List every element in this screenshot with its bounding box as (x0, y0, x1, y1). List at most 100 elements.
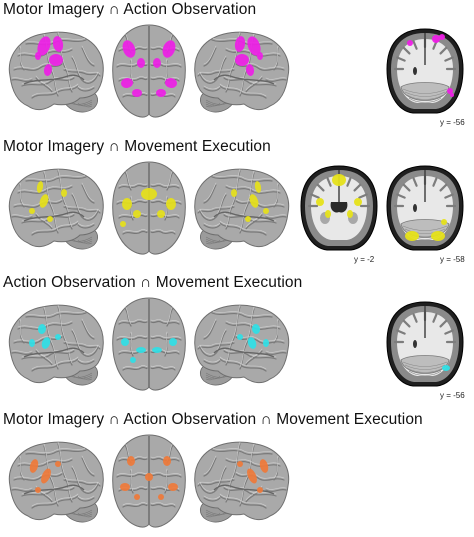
panel-1-coronal-slice (386, 25, 464, 119)
gyrus-highlight (203, 222, 221, 227)
cerebellum-fold (205, 241, 215, 245)
gyrus-highlight (150, 76, 180, 80)
sulcus (25, 449, 87, 456)
sulcus (225, 49, 281, 57)
sulcus (11, 215, 33, 220)
gyrus-highlight (150, 365, 176, 369)
sulcus (11, 78, 33, 83)
gyrus-highlight (130, 331, 134, 355)
gyrus-highlight (35, 348, 53, 364)
sulcus (150, 230, 176, 235)
gyrus-highlight (11, 487, 33, 490)
panel-3-slice-label: y = -56 (440, 391, 465, 400)
gyrus-highlight (197, 67, 235, 75)
ventricle (413, 340, 417, 348)
gyrus-highlight (150, 199, 182, 203)
gyrus-highlight (25, 447, 87, 454)
activation-cluster (247, 337, 257, 349)
activation-cluster (156, 89, 166, 97)
sulcus (150, 503, 176, 508)
activation-cluster (245, 64, 255, 76)
sylvian-fissure (23, 211, 85, 222)
sulcus (150, 184, 180, 189)
cortical-fold (444, 193, 454, 199)
activation-cluster (247, 36, 261, 56)
sulcus (150, 336, 182, 341)
sulcus (124, 307, 132, 327)
sulcus (63, 69, 101, 77)
sulcus (17, 49, 73, 57)
gyrus-highlight (273, 455, 279, 479)
sulcus (150, 473, 182, 478)
activation-cluster (43, 64, 53, 76)
ventricle (330, 202, 348, 213)
sulcus (81, 320, 95, 340)
activation-cluster (162, 40, 176, 58)
gyrus-highlight (219, 356, 267, 370)
activation-cluster (254, 181, 262, 193)
panel-2-left-hemisphere (8, 168, 104, 250)
panel-1-title: Motor Imagery ∩ Action Observation (3, 1, 257, 18)
sulcus (203, 224, 221, 229)
panel-3-coronal-slice (386, 298, 464, 392)
gyrus-highlight (57, 169, 73, 228)
panel-2-top-view (112, 161, 186, 255)
gyrus-highlight (211, 447, 273, 454)
sulcus (71, 194, 99, 221)
activation-cluster (55, 461, 61, 467)
panel-4-left-hemisphere (8, 441, 104, 523)
gyrus-highlight (17, 457, 73, 465)
sulcus (203, 47, 217, 67)
activation-cluster (237, 461, 243, 467)
panel-4-right-hemisphere (194, 441, 290, 523)
activation-cluster (47, 216, 53, 222)
activation-cluster (122, 40, 136, 58)
sulcus (150, 350, 180, 355)
sulcus (197, 342, 235, 350)
cerebellar-folia (402, 225, 448, 231)
panel-3-title: Action Observation ∩ Movement Execution (3, 274, 303, 291)
sulcus (203, 87, 221, 92)
activation-cluster (245, 216, 251, 222)
sulcus (122, 366, 148, 371)
cortical-fold (432, 177, 438, 187)
cerebellar-folia (404, 91, 446, 97)
activation-cluster (61, 189, 67, 197)
sulcus (199, 57, 227, 84)
gyrus-highlight (225, 305, 241, 364)
cortical-fold (346, 177, 352, 187)
cerebellum-fold (205, 102, 221, 107)
sulcus (265, 488, 287, 493)
sulcus (35, 214, 53, 230)
sylvian-fissure (213, 347, 275, 358)
cerebellum-fold (77, 239, 93, 244)
gyrus-highlight (116, 472, 148, 476)
sylvian-fissure (23, 74, 85, 85)
sulcus (225, 459, 281, 467)
cerebellum-fold (83, 241, 93, 245)
activation-cluster (55, 334, 61, 340)
sylvian-fissure (213, 74, 275, 85)
sulci-group (197, 442, 287, 509)
cerebellum-fold (205, 377, 215, 381)
activation-cluster (132, 89, 142, 97)
gyrus-highlight (203, 358, 221, 363)
sulcus (17, 459, 73, 467)
activation-cluster (133, 210, 141, 218)
gyrus-highlight (225, 169, 241, 228)
sulcus (17, 322, 73, 330)
gyrus-highlight (245, 212, 263, 228)
activation-cluster (37, 36, 51, 56)
activation-cluster (120, 483, 130, 491)
sulci-group (197, 32, 287, 99)
gyrus-highlight (57, 442, 73, 501)
activation-cluster (432, 35, 440, 43)
sulcus (63, 206, 101, 214)
activation-cluster (152, 347, 162, 353)
sulcus (13, 473, 63, 481)
gyrus-highlight (19, 45, 25, 69)
gyrus-highlight (11, 214, 33, 217)
activation-cluster (259, 459, 269, 473)
cortical-fold (439, 319, 448, 328)
activation-cluster (405, 231, 419, 241)
